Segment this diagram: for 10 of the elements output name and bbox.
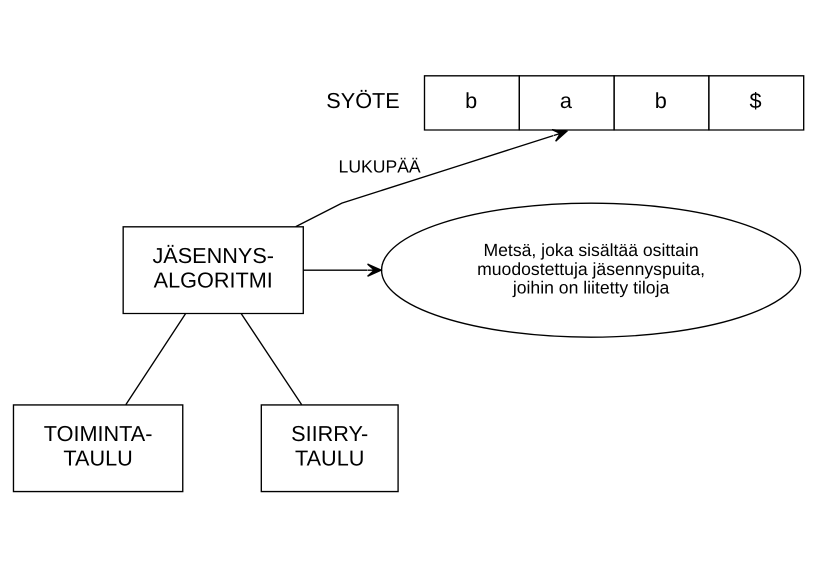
connector <box>125 313 186 405</box>
node-box: TOIMINTA- TAULU <box>12 404 184 492</box>
node-label: SYÖTE <box>326 88 400 114</box>
edge-label: LUKUPÄÄ <box>338 156 421 176</box>
node-box: JÄSENNYS- ALGORITMI <box>122 226 304 314</box>
arrow <box>296 128 568 228</box>
arrow <box>303 263 382 277</box>
connector <box>240 313 302 405</box>
node-box: SIIRRY- TAULU <box>260 404 399 492</box>
node-ellipse: Metsä, joka sisältää osittain muodostettuja jäsennyspuita, joihin on liitetty tiloja <box>380 202 802 338</box>
